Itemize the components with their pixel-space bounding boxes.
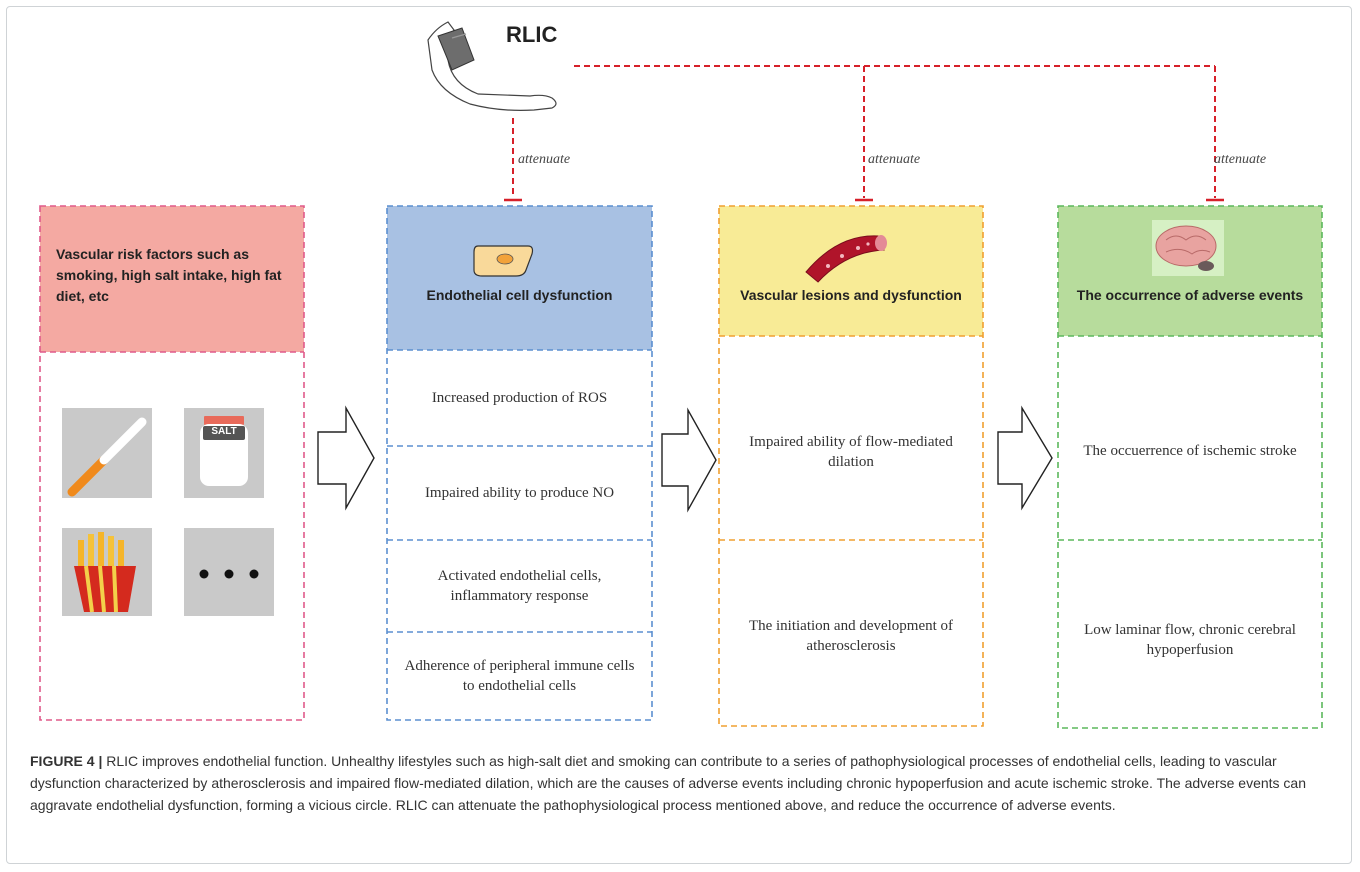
endothelial-item-no: Impaired ability to produce NO <box>424 485 615 501</box>
vascular-column <box>718 205 984 727</box>
ellipsis-icon <box>184 528 274 616</box>
adverse-box-border <box>1057 205 1323 729</box>
salt-shaker-icon <box>184 408 264 498</box>
cigarette-icon <box>62 408 152 498</box>
figure-frame <box>6 6 1352 864</box>
inhibition-lines <box>504 65 1224 202</box>
figure-caption: FIGURE 4 | RLIC improves endothelial fun… <box>30 750 1330 816</box>
adverse-header: The occurrence of adverse events <box>1076 286 1304 303</box>
attenuate-label-2: attenuate <box>868 152 921 167</box>
rlic-title: RLIC <box>506 22 558 47</box>
attenuate-label-1: attenuate <box>518 152 571 167</box>
endothelial-cell-icon <box>473 245 534 277</box>
endothelial-header-fill <box>387 206 652 350</box>
arrow-risk-to-endothelial <box>317 405 375 511</box>
vascular-header-fill <box>719 206 983 336</box>
brain-icon <box>1152 220 1224 276</box>
risk-factors-box-border <box>39 205 305 721</box>
arrow-endothelial-to-vascular <box>661 407 717 513</box>
vascular-item-fmd: Impaired ability of flow-mediated dilati… <box>749 434 953 470</box>
endothelial-box-border <box>386 205 653 721</box>
endothelial-header: Endothelial cell dysfunction <box>426 286 613 303</box>
attenuate-label-3: attenuate <box>1214 152 1267 167</box>
adverse-item-stroke: The occuerrence of ischemic stroke <box>1083 443 1297 459</box>
vascular-item-atherosclerosis: The initiation and development of athero… <box>748 618 954 654</box>
arm-cuff-icon <box>427 21 557 111</box>
caption-label: FIGURE 4 | <box>30 753 103 769</box>
vascular-header: Vascular lesions and dysfunction <box>740 286 962 303</box>
caption-text: RLIC improves endothelial function. Unhe… <box>30 753 1306 813</box>
risk-factors-column <box>39 205 305 721</box>
blood-vessel-icon <box>805 235 887 283</box>
french-fries-icon <box>62 528 152 616</box>
adverse-events-column <box>1057 205 1323 729</box>
salt-label: SALT <box>211 426 237 437</box>
risk-factors-header: Vascular risk factors such as smoking, h… <box>56 246 282 304</box>
endothelial-item-inflammatory: Activated endothelial cells, inflammator… <box>437 568 602 604</box>
endothelial-item-adherence: Adherence of peripheral immune cells to … <box>404 658 635 694</box>
arrow-vascular-to-adverse <box>997 405 1053 511</box>
endothelial-column <box>386 205 653 721</box>
endothelial-item-ros: Increased production of ROS <box>431 390 608 406</box>
vascular-box-border <box>718 205 984 727</box>
risk-factors-header-fill <box>40 206 304 352</box>
adverse-item-hypoperfusion: Low laminar flow, chronic cerebral hypop… <box>1084 622 1296 658</box>
